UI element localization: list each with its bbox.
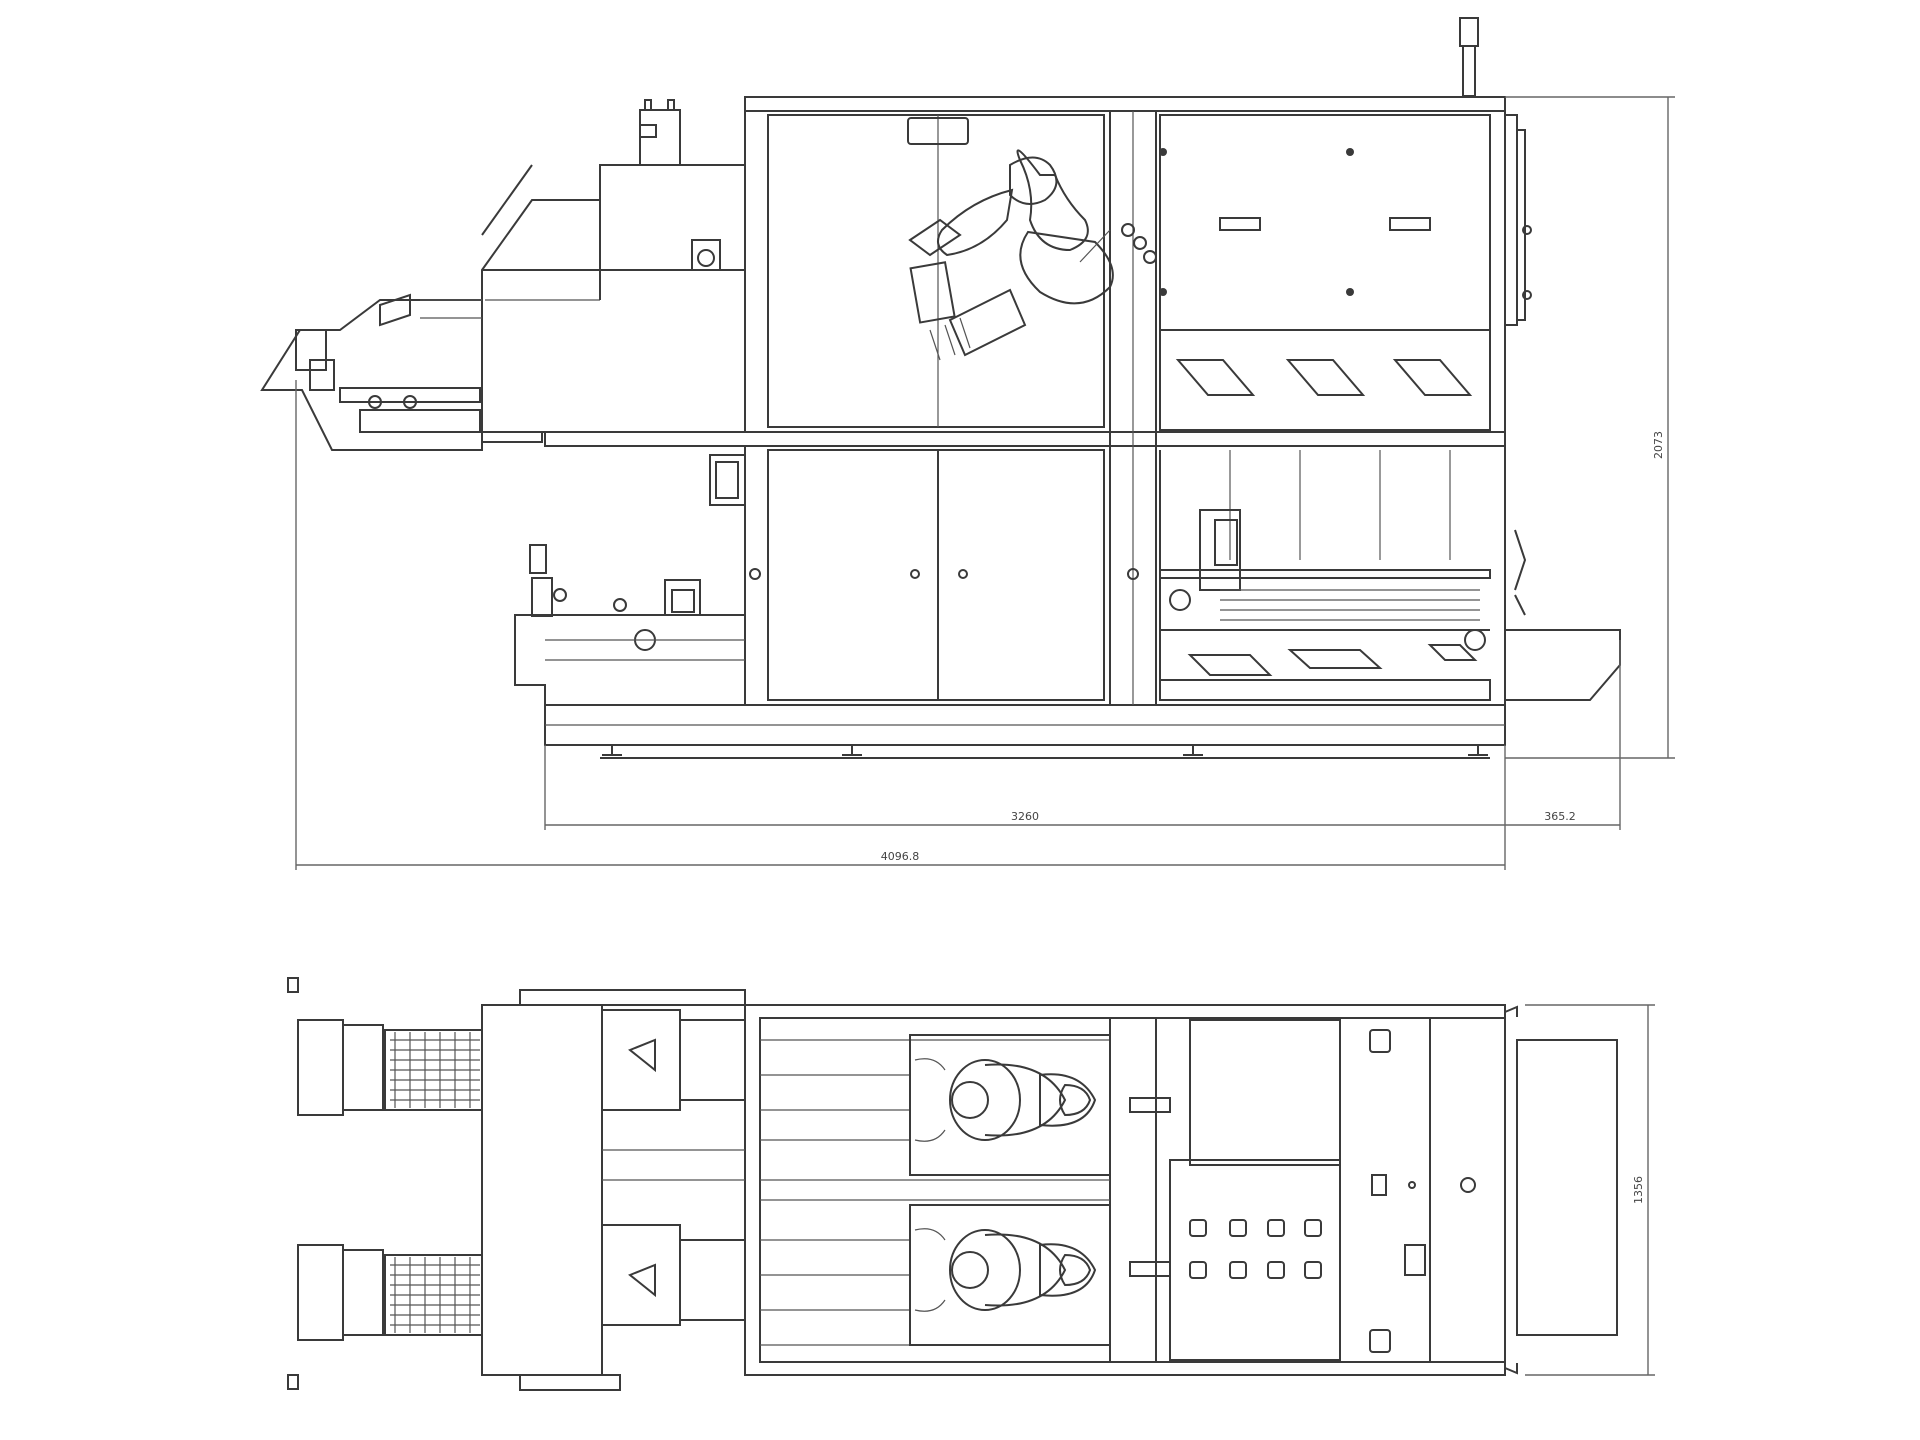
width-dimension: 1356	[1525, 1004, 1655, 1376]
frame-length-label: 3260	[1011, 810, 1039, 823]
lower-right-conveyor	[1159, 450, 1491, 701]
lower-feeder	[514, 454, 746, 706]
top-plan-view: 1356	[287, 977, 1655, 1391]
total-length-label: 4096.8	[881, 850, 920, 863]
side-door-hinge	[1504, 114, 1518, 326]
plan-outfeed	[1516, 1039, 1618, 1336]
plan-main-frame	[744, 1004, 1506, 1376]
length-dimensions: 3260 365.2 4096.8	[295, 380, 1621, 870]
width-dimension-label: 1356	[1632, 1176, 1645, 1204]
main-cabinet	[744, 96, 1506, 706]
control-buttons	[1189, 1219, 1322, 1279]
signal-tower	[1459, 17, 1479, 97]
upper-hood	[481, 99, 746, 433]
height-dimension-label: 2073	[1652, 431, 1665, 459]
robot-arm-side	[907, 117, 1114, 361]
upper-feeder	[260, 293, 543, 451]
plan-robot-upper	[914, 1058, 1097, 1142]
tray-compartment	[1159, 329, 1491, 431]
robot-bay-window	[767, 114, 1105, 428]
mid-shelf	[544, 431, 1506, 447]
height-dimension: 2073	[1505, 96, 1675, 759]
plan-hood	[481, 1004, 603, 1376]
outfeed-tray	[1504, 629, 1621, 701]
side-elevation-view: 2073 3260 365.2 4096.8	[260, 17, 1675, 870]
overhang-length-label: 365.2	[1544, 810, 1576, 823]
plan-feeder-upper	[287, 977, 483, 1116]
plan-feeder-lower	[287, 1244, 483, 1390]
lower-doors	[767, 449, 1105, 701]
leveling-feet	[602, 745, 1488, 756]
plan-robot-lower	[914, 1228, 1097, 1312]
plan-robot-rails	[760, 1034, 1111, 1346]
